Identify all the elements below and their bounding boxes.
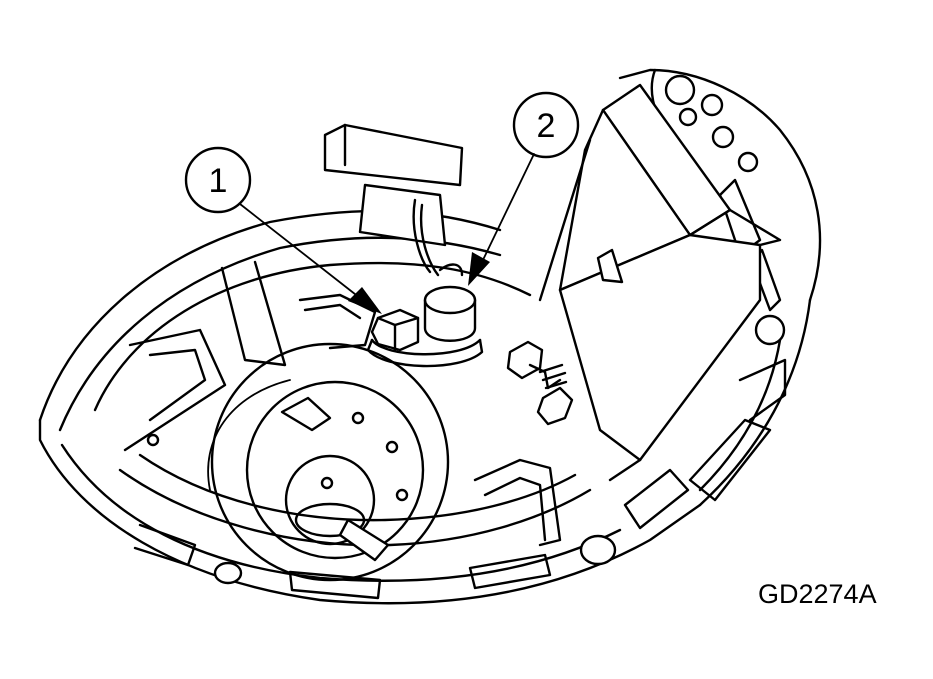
case-webs — [123, 260, 562, 547]
callout-2: 2 — [468, 91, 580, 286]
rim-holes — [133, 74, 787, 600]
center-hub — [210, 342, 450, 582]
wiring-harness — [323, 123, 464, 277]
callout-1-leader — [239, 203, 361, 299]
callout-1-circle — [184, 146, 252, 214]
servo-bracket — [538, 83, 782, 482]
nut-assembly — [506, 340, 574, 426]
callout-2-arrowhead — [468, 252, 490, 286]
callout-2-number: 2 — [537, 107, 556, 145]
callout-2-circle — [512, 91, 580, 159]
callout-2-leader — [481, 153, 535, 263]
bolt-part — [366, 308, 484, 368]
callout-1-number: 1 — [209, 162, 228, 200]
figure-id: GD2274A — [758, 579, 877, 609]
solenoid-terminal-part — [423, 285, 477, 342]
callout-1-arrowhead — [348, 287, 382, 314]
callout-1: 1 — [184, 146, 382, 314]
